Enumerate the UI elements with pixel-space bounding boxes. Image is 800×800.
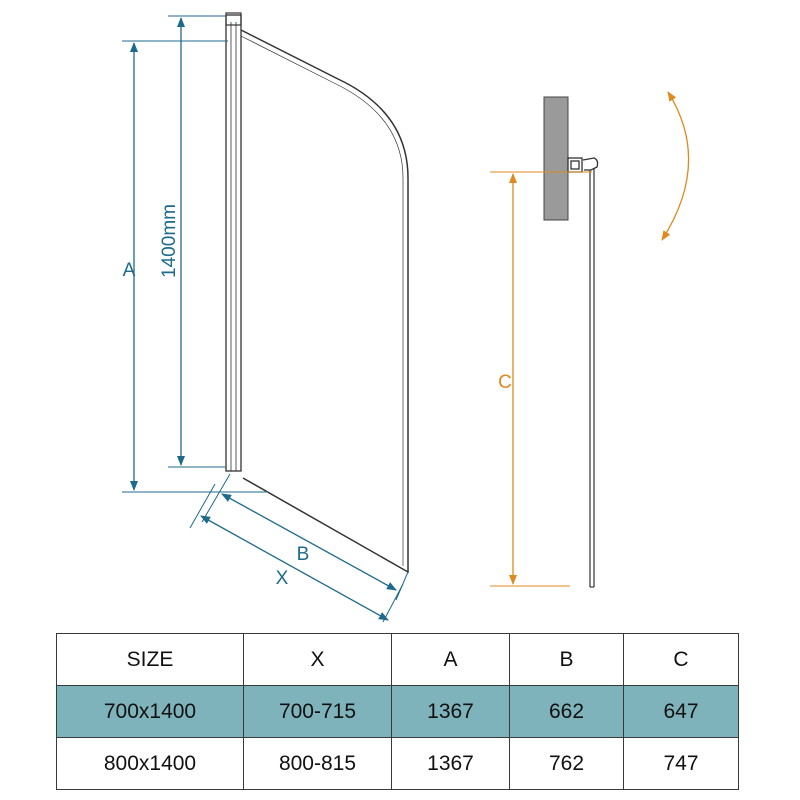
table-row: 700x1400 700-715 1367 662 647 (56, 685, 739, 738)
table-cell: 1367 (391, 737, 510, 790)
dimension-a-label: A (123, 260, 136, 281)
table-header-cell: C (623, 633, 739, 686)
glass-panel-outline (240, 29, 409, 574)
side-view (543, 96, 599, 588)
dimension-x-ext-far (382, 583, 404, 623)
dimension-b-label: B (297, 544, 310, 565)
dimension-x: X (189, 483, 404, 623)
dimension-x-label: X (276, 568, 289, 589)
dimension-height: 1400mm (159, 15, 226, 468)
profile-cap (225, 12, 242, 26)
table-cell: 662 (509, 685, 624, 738)
table-header-cell: B (509, 633, 624, 686)
hinge-clamp (582, 157, 599, 171)
table-cell: 762 (509, 737, 624, 790)
dimension-height-label: 1400mm (159, 204, 180, 278)
table-cell: 800-815 (243, 737, 392, 790)
dimension-x-line (200, 515, 389, 621)
dimension-b: B (201, 473, 409, 601)
dimension-a: A (122, 40, 268, 493)
dimension-x-ext (189, 483, 216, 529)
table-cell: 1367 (391, 685, 510, 738)
table-cell: 647 (623, 685, 739, 738)
table-row: 800x1400 800-815 1367 762 747 (56, 737, 739, 790)
table-header-cell: SIZE (56, 633, 244, 686)
rotation-arrow (661, 91, 690, 241)
wall-profile (225, 14, 242, 472)
table-header-cell: A (391, 633, 510, 686)
wall-section (543, 96, 569, 221)
size-table: SIZE X A B C 700x1400 700-715 1367 662 6… (56, 633, 739, 790)
table-cell: 700-715 (243, 685, 392, 738)
dimension-b-ext (201, 473, 231, 523)
dimension-c: C (490, 171, 592, 587)
table-cell: 747 (623, 737, 739, 790)
shower-screen-drawing: A 1400mm B X (122, 12, 690, 623)
glass-panel-front-view (225, 12, 409, 574)
dimension-c-label: C (498, 372, 512, 393)
table-cell: 700x1400 (56, 685, 244, 738)
glass-panel-edge (240, 35, 404, 566)
table-cell: 800x1400 (56, 737, 244, 790)
table-header-cell: X (243, 633, 392, 686)
hinge-inner (570, 160, 580, 170)
table-header-row: SIZE X A B C (56, 633, 739, 686)
hinge-bracket (567, 157, 599, 173)
